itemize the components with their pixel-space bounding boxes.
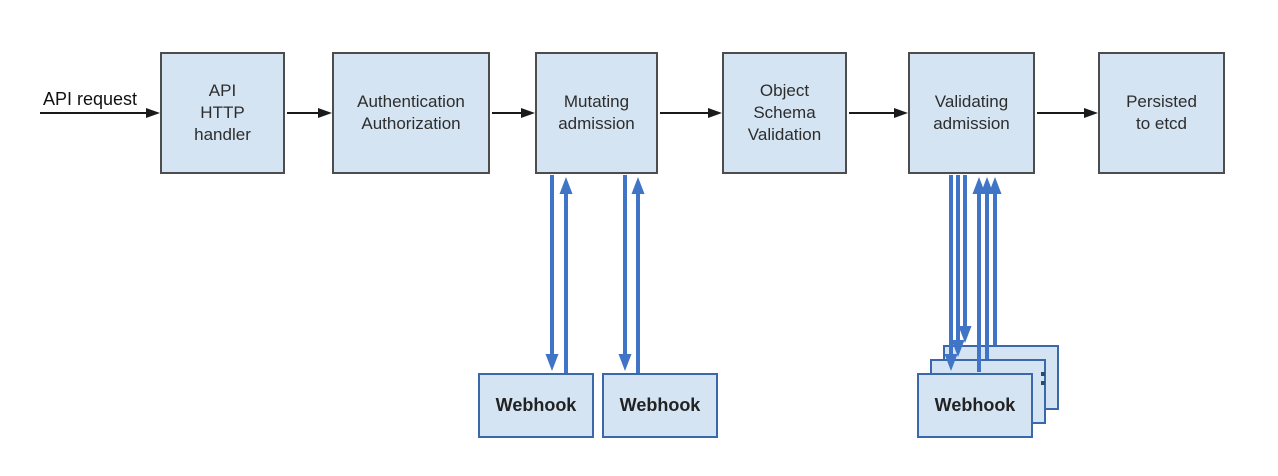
mutating-webhook-2-box: Webhook bbox=[602, 373, 718, 438]
node-object-schema-validation: Object Schema Validation bbox=[722, 52, 847, 174]
webhook-call-arrows-mutating-1 bbox=[545, 175, 573, 373]
node-label: Authentication Authorization bbox=[357, 92, 465, 133]
flow-arrow-schema-to-validating bbox=[849, 108, 908, 118]
node-label: Mutating admission bbox=[558, 92, 635, 133]
webhook-call-arrows-mutating-2 bbox=[618, 175, 645, 373]
node-validating-admission: Validating admission bbox=[908, 52, 1035, 174]
webhook-label: Webhook bbox=[495, 395, 577, 415]
node-label: Object Schema Validation bbox=[747, 81, 822, 144]
more-webhooks-ellipsis-icon bbox=[1041, 372, 1046, 385]
flow-arrow-handler-to-auth bbox=[287, 108, 332, 118]
webhook-call-arrows-validating bbox=[944, 175, 1002, 372]
node-persisted-to-etcd: Persisted to etcd bbox=[1098, 52, 1225, 174]
node-authentication-authorization: Authentication Authorization bbox=[332, 52, 490, 174]
flow-arrow-mutating-to-schema bbox=[660, 108, 722, 118]
flow-arrow-auth-to-mutating bbox=[492, 108, 535, 118]
node-mutating-admission: Mutating admission bbox=[535, 52, 658, 174]
mutating-webhook-1-box: Webhook bbox=[478, 373, 594, 438]
api-request-label: API request bbox=[43, 89, 138, 109]
node-label: Validating admission bbox=[933, 92, 1010, 133]
webhook-label: Webhook bbox=[934, 395, 1016, 415]
node-api-http-handler: API HTTP handler bbox=[160, 52, 285, 174]
node-label: API HTTP handler bbox=[194, 81, 251, 144]
webhook-label: Webhook bbox=[619, 395, 701, 415]
flow-arrow-validating-to-etcd bbox=[1037, 108, 1098, 118]
node-label: Persisted to etcd bbox=[1126, 92, 1197, 133]
validating-webhook-stack-front-box: Webhook bbox=[917, 373, 1033, 438]
